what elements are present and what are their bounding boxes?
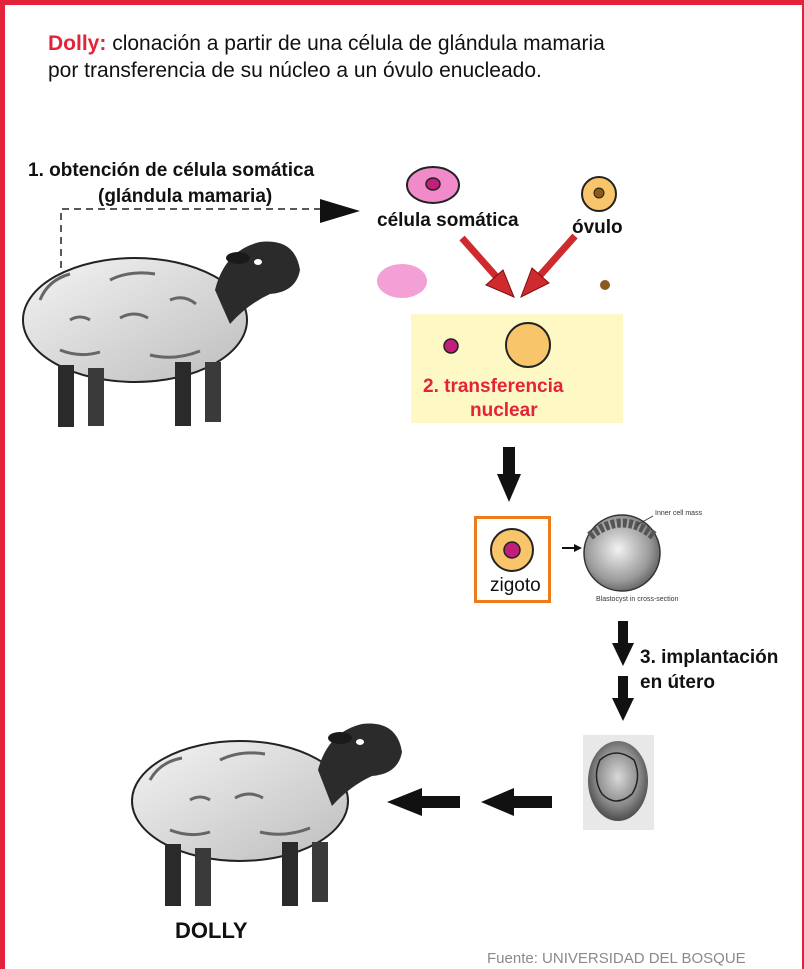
dolly-sheep — [131, 723, 402, 906]
zygote-label: zigoto — [490, 575, 541, 596]
step2-label-line2: nuclear — [470, 400, 538, 421]
enucleated-ovum — [505, 322, 551, 368]
red-arrow-left — [459, 235, 515, 298]
step2-label-line1: 2. transferencia — [423, 376, 564, 397]
transfer-nucleus — [443, 338, 459, 354]
ovum-nucleus — [593, 187, 605, 199]
connector-arrowhead — [320, 199, 360, 223]
step3-label-line2: en útero — [640, 672, 715, 693]
down-arrow-2 — [612, 621, 634, 666]
donor-sheep — [22, 241, 300, 427]
blastocyst-caption: Blastocyst in cross-section — [596, 596, 679, 603]
embryo-image — [583, 735, 654, 830]
step1-label-line2: (glándula mamaria) — [98, 186, 273, 207]
ovum-label: óvulo — [572, 217, 623, 238]
page-title: Dolly: clonación a partir de una célula … — [48, 30, 605, 84]
removed-ovum-nucleus — [600, 280, 610, 290]
blastocyst-image — [583, 514, 661, 592]
title-keyword: Dolly: — [48, 32, 107, 55]
dashed-connector — [60, 208, 320, 340]
zygote-nucleus — [503, 541, 521, 559]
source-credit: Fuente: UNIVERSIDAD DEL BOSQUE — [487, 950, 746, 967]
zygote-box — [474, 516, 551, 603]
red-arrow-right — [520, 233, 578, 299]
down-arrow-1 — [497, 447, 521, 502]
blastocyst-inner-label: Inner cell mass — [655, 510, 703, 517]
left-arrow-1 — [481, 788, 552, 816]
title-line1: clonación a partir de una célula de glán… — [112, 32, 605, 55]
down-arrow-3 — [612, 676, 634, 721]
dolly-label: DOLLY — [175, 918, 248, 943]
small-arrow — [562, 544, 582, 552]
somatic-cell-label: célula somática — [377, 210, 519, 231]
left-arrow-2 — [387, 788, 460, 816]
step1-label-line1: 1. obtención de célula somática — [28, 160, 315, 181]
somatic-nucleus — [425, 177, 441, 191]
step3-label-line1: 3. implantación — [640, 647, 779, 668]
title-line2: por transferencia de su núcleo a un óvul… — [48, 59, 542, 82]
somatic-cytoplasm — [377, 264, 427, 298]
